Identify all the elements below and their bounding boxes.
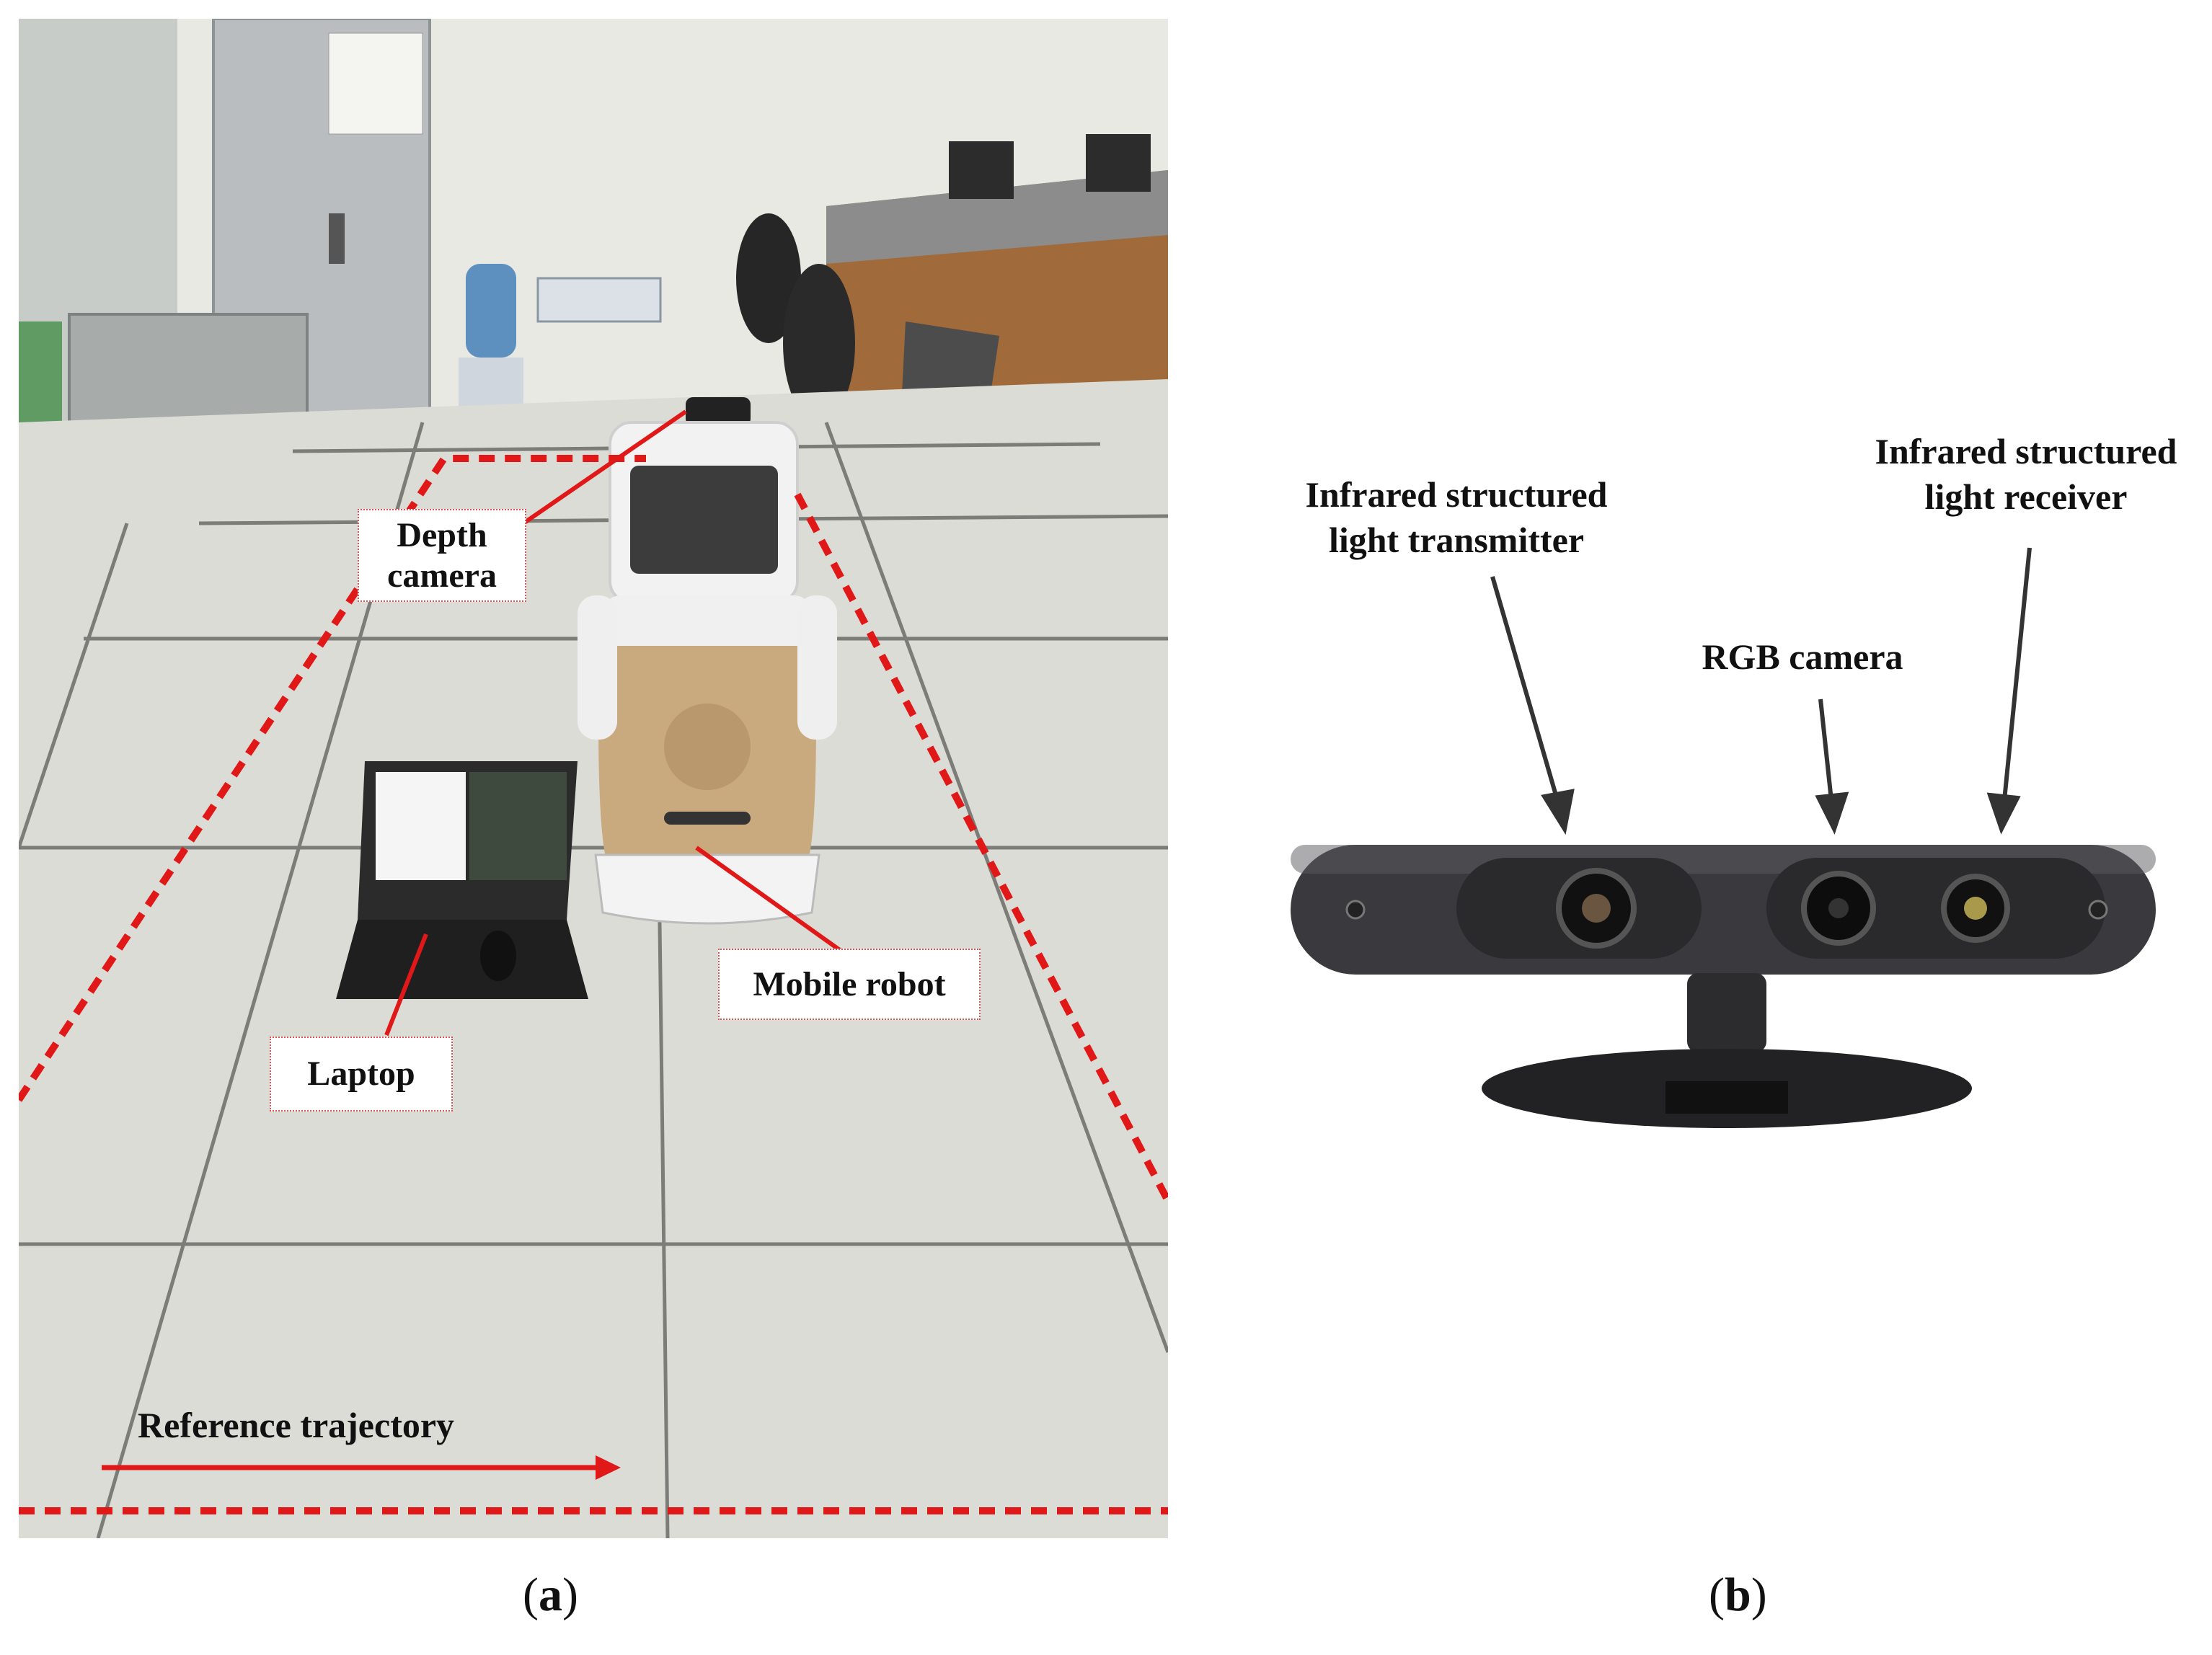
mobile-robot (578, 397, 837, 925)
reference-trajectory-label: Reference trajectory (138, 1405, 455, 1445)
door-notice (328, 32, 423, 135)
robot-pointer (695, 846, 849, 958)
depth-camera-pointer (522, 409, 687, 525)
pointer-arrows (1490, 547, 2032, 835)
tile-grid (19, 422, 1168, 1538)
transmitter-label: Infrared structured light transmitter (1305, 474, 1608, 560)
robot-screen (630, 466, 778, 574)
laptop (336, 761, 588, 999)
tiled-floor (19, 379, 1168, 1538)
table (536, 277, 662, 323)
mobile-robot-label: Mobile robot (718, 949, 981, 1020)
depth-camera-on-robot (686, 397, 751, 426)
photo-panel-a: Depth camera Mobile robot Laptop Referen… (19, 19, 1168, 1538)
depth-camera-label: Depth camera (358, 509, 526, 602)
door-handle (329, 213, 345, 264)
water-bottle (466, 264, 516, 358)
caption-b: (b) (1709, 1569, 1767, 1621)
caption-a: (a) (523, 1569, 578, 1621)
monitor (949, 141, 1014, 199)
trajectory-boundary (19, 455, 1168, 1514)
laptop-label: Laptop (270, 1037, 453, 1112)
mouse (480, 931, 516, 981)
photo-panel-b (1276, 396, 2206, 1153)
laptop-pointer (384, 933, 428, 1037)
rgb-camera-label: RGB camera (1702, 636, 1903, 677)
camera-hinge (1687, 973, 1766, 1052)
depth-camera-device (1291, 547, 2156, 1128)
office-scene (19, 19, 1168, 1538)
robot-base (594, 853, 820, 925)
backpack (736, 213, 801, 343)
receiver-label: Infrared structured light receiver (1875, 431, 2177, 517)
